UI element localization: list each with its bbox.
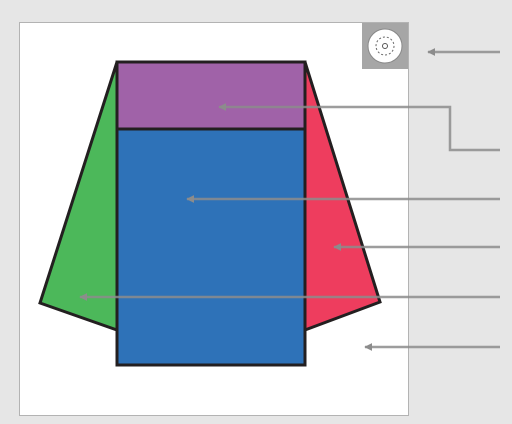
front-panel bbox=[115, 127, 307, 367]
top-panel bbox=[115, 60, 307, 131]
icon-circle-middle bbox=[375, 36, 395, 56]
icon-circle-inner bbox=[382, 43, 388, 49]
icon-circle-outer bbox=[367, 28, 403, 64]
callouts bbox=[79, 48, 500, 351]
callout-top-panel bbox=[218, 103, 500, 152]
target-icon bbox=[362, 23, 408, 69]
